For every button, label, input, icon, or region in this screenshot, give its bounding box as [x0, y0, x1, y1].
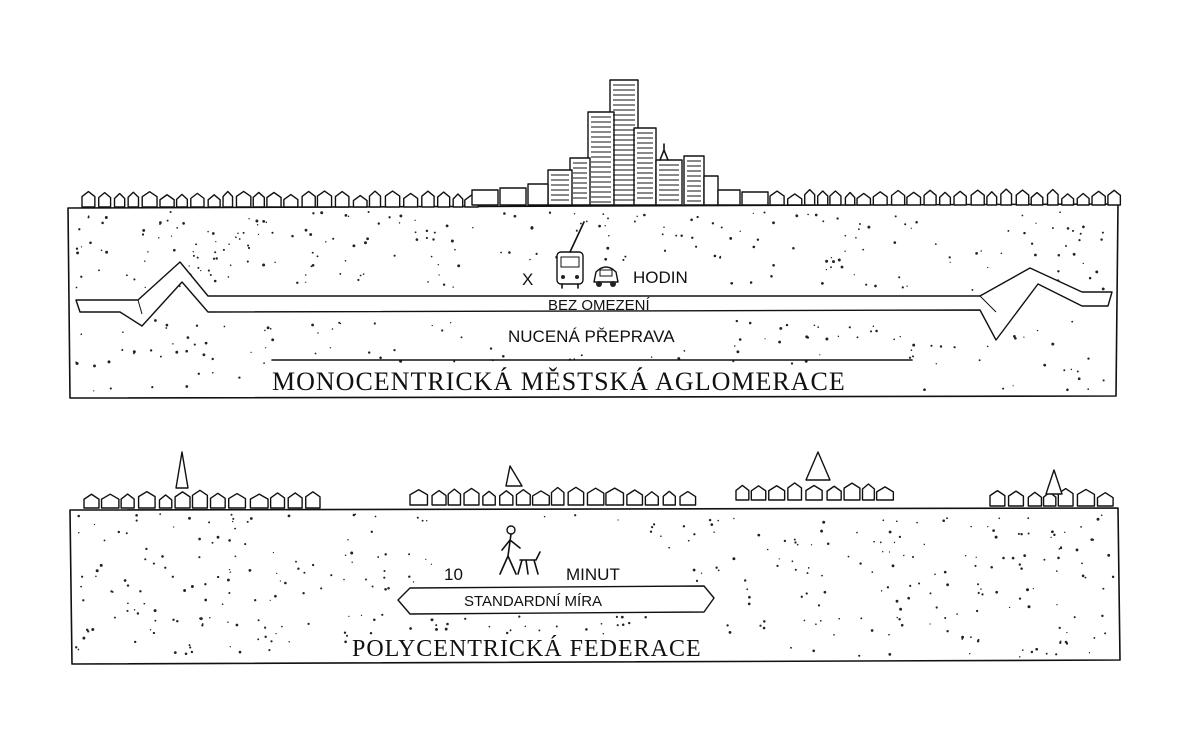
bottom-ground-texture — [75, 513, 1115, 658]
top-time-unit: HODIN — [633, 268, 688, 287]
car-icon — [593, 266, 619, 287]
bottom-ground-block — [69, 507, 1121, 665]
top-city-center-towers — [471, 79, 769, 206]
bottom-band-label: STANDARDNÍ MÍRA — [464, 593, 602, 610]
top-time-prefix: X — [522, 270, 533, 289]
top-band-label: BEZ OMEZENÍ — [548, 297, 651, 314]
monocentric-panel: X HODIN BEZ OMEZENÍ NUCENÁ PŘEPRAVA MONO… — [67, 79, 1122, 399]
polycentric-panel: 10 MINUT STANDARDNÍ MÍRA POLYCENTRICKÁ F… — [69, 451, 1121, 665]
bottom-time-value: 10 — [444, 565, 463, 584]
top-panel-title: MONOCENTRICKÁ MĚSTSKÁ AGLOMERACE — [272, 367, 846, 396]
top-ground-texture — [75, 210, 1105, 392]
bottom-standard-band — [397, 585, 715, 615]
top-suburban-houses — [81, 188, 1122, 208]
top-travel-band — [75, 261, 1113, 341]
bottom-town-clusters — [83, 482, 1114, 509]
tram-icon — [556, 221, 585, 289]
bottom-time-unit: MINUT — [566, 565, 620, 584]
bottom-panel-title: POLYCENTRICKÁ FEDERACE — [352, 636, 702, 662]
top-transport-label: NUCENÁ PŘEPRAVA — [508, 327, 675, 346]
bottom-church-spires — [175, 451, 1063, 495]
pedestrian-with-dog-icon — [499, 525, 541, 575]
